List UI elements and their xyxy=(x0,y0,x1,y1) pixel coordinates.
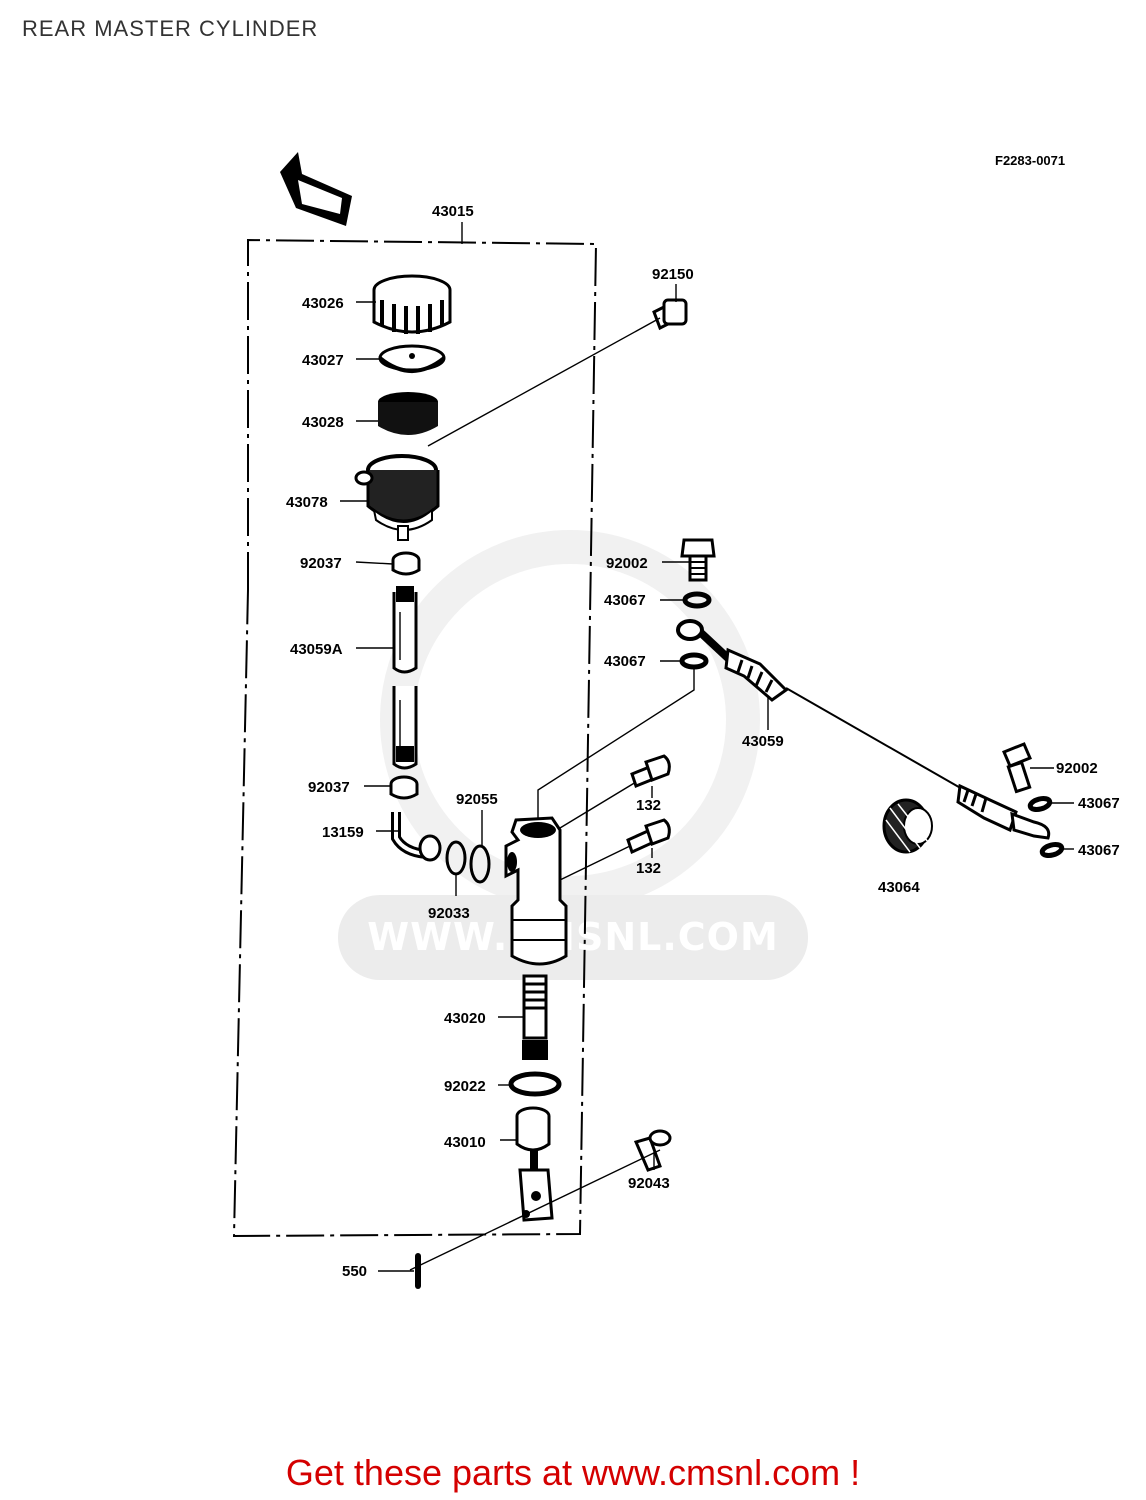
diaphragm-plate xyxy=(378,344,446,373)
reservoir-body xyxy=(354,454,440,541)
reservoir-screw xyxy=(652,298,688,331)
clevis-pin xyxy=(633,1129,672,1172)
label-43067-b: 43067 xyxy=(604,653,646,670)
hose-clamp-43064 xyxy=(882,798,933,854)
front-arrow-icon xyxy=(280,152,352,226)
label-43067-d: 43067 xyxy=(1078,842,1120,859)
washer-43067-d xyxy=(1039,842,1065,858)
washer-43067-a xyxy=(682,591,712,609)
assembly-bracket xyxy=(232,222,598,1238)
leader-lines xyxy=(340,284,1074,1272)
reservoir-cap xyxy=(372,274,452,334)
mounting-bolt-lower xyxy=(626,818,671,855)
o-ring-92055 xyxy=(469,844,491,884)
label-43067-c: 43067 xyxy=(1078,795,1120,812)
hose-clamp-lower xyxy=(389,775,419,800)
dust-boot xyxy=(515,1106,551,1172)
reservoir-hose xyxy=(392,586,418,770)
master-cylinder-body xyxy=(504,816,568,966)
label-550: 550 xyxy=(342,1263,367,1280)
label-92037-upper: 92037 xyxy=(300,555,342,572)
label-43027: 43027 xyxy=(302,352,344,369)
label-43028: 43028 xyxy=(302,414,344,431)
label-43064: 43064 xyxy=(878,879,920,896)
label-43015: 43015 xyxy=(432,203,474,220)
label-132-lower: 132 xyxy=(636,860,661,877)
figure-code: F2283-0071 xyxy=(995,153,1066,168)
promo-link[interactable]: Get these parts at www.cmsnl.com ! xyxy=(285,1452,861,1493)
label-43078: 43078 xyxy=(286,494,328,511)
label-13159: 13159 xyxy=(322,824,364,841)
brake-hose-upper-fitting xyxy=(676,619,789,702)
label-92022: 92022 xyxy=(444,1078,486,1095)
push-rod-clevis xyxy=(518,1168,554,1222)
label-43020: 43020 xyxy=(444,1010,486,1027)
label-43059: 43059 xyxy=(742,733,784,750)
o-ring-92033 xyxy=(445,840,467,876)
watermark-banner: WWW.CMSNL.COM xyxy=(338,895,808,980)
label-92055: 92055 xyxy=(456,791,498,808)
label-43059a: 43059A xyxy=(290,641,343,658)
washer-43067-c xyxy=(1027,796,1053,812)
circlip xyxy=(508,1071,562,1097)
label-43067-a: 43067 xyxy=(604,592,646,609)
hose-elbow-fitting xyxy=(391,812,442,862)
piston-assembly xyxy=(522,974,548,1060)
brake-hose-line xyxy=(785,687,965,791)
label-92033: 92033 xyxy=(428,905,470,922)
banjo-bolt-lower xyxy=(1002,742,1032,794)
diaphragm xyxy=(378,392,438,435)
label-92150: 92150 xyxy=(652,266,694,283)
label-92002-upper: 92002 xyxy=(606,555,648,572)
hose-clamp-upper xyxy=(391,551,421,576)
label-132-upper: 132 xyxy=(636,797,661,814)
page-title: REAR MASTER CYLINDER xyxy=(22,16,319,41)
banjo-bolt-upper xyxy=(680,538,716,582)
label-43026: 43026 xyxy=(302,295,344,312)
washer-43067-b xyxy=(679,652,709,670)
mounting-bolt-upper xyxy=(630,754,671,788)
label-43010: 43010 xyxy=(444,1134,486,1151)
label-92002-lower: 92002 xyxy=(1056,760,1098,777)
label-92043: 92043 xyxy=(628,1175,670,1192)
label-92037-lower: 92037 xyxy=(308,779,350,796)
brake-hose-lower-fitting xyxy=(956,783,1051,840)
